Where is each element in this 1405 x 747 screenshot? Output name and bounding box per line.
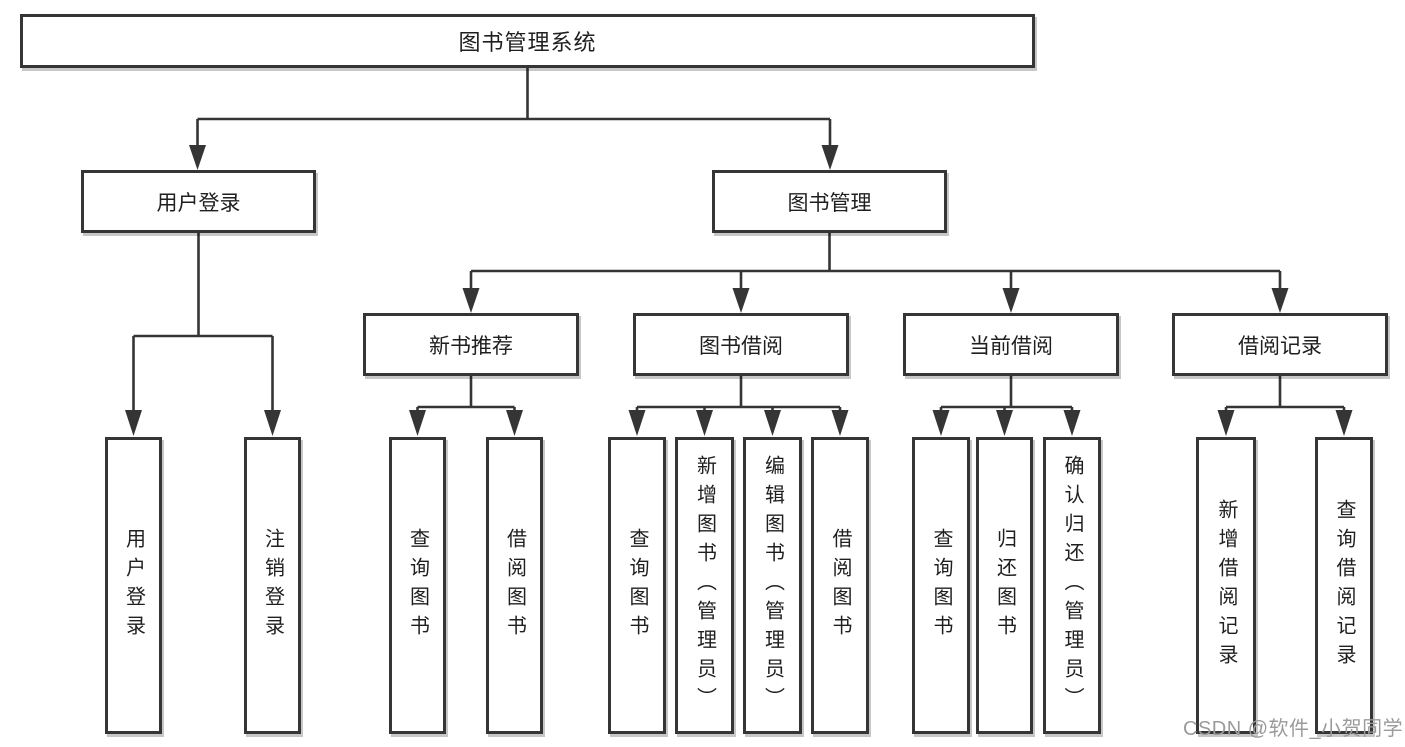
leaf-logout: 注销登录	[244, 437, 301, 734]
node-current-borrowing: 当前借阅	[903, 313, 1119, 376]
connector-new-book-to-leaves	[409, 376, 523, 436]
connector-book-borrow-to-leaves	[628, 376, 849, 436]
leaf-confirm-return-admin: 确认归还（管理员）	[1043, 437, 1101, 734]
node-book-borrowing: 图书借阅	[633, 313, 849, 376]
node-borrowing-records: 借阅记录	[1172, 313, 1388, 376]
node-user-login-branch: 用户登录	[81, 170, 316, 233]
connector-current-borrow-to-leaves	[932, 376, 1081, 436]
connector-book-mgmt-to-sections	[462, 233, 1289, 313]
leaf-add-borrow-record: 新增借阅记录	[1196, 437, 1256, 734]
node-new-book-recommend: 新书推荐	[363, 313, 579, 376]
connector-root-to-branches	[189, 68, 839, 170]
connector-user-login-to-leaves	[125, 233, 281, 436]
leaf-query-books-recommend: 查询图书	[389, 437, 446, 734]
leaf-add-books-admin: 新增图书（管理员）	[675, 437, 734, 734]
node-book-management-branch: 图书管理	[712, 170, 947, 233]
leaf-user-login: 用户登录	[105, 437, 162, 734]
leaf-query-books-current: 查询图书	[912, 437, 970, 734]
leaf-query-books-borrowing: 查询图书	[608, 437, 666, 734]
leaf-query-borrow-record: 查询借阅记录	[1315, 437, 1373, 734]
csdn-watermark: CSDN @软件_小贺同学	[1183, 718, 1404, 740]
leaf-edit-books-admin: 编辑图书（管理员）	[743, 437, 802, 734]
node-root-system: 图书管理系统	[20, 14, 1035, 68]
leaf-borrow-books-recommend: 借阅图书	[486, 437, 543, 734]
leaf-return-books: 归还图书	[976, 437, 1033, 734]
connector-borrow-records-to-leaves	[1217, 376, 1353, 436]
leaf-borrow-books-borrowing: 借阅图书	[811, 437, 869, 734]
